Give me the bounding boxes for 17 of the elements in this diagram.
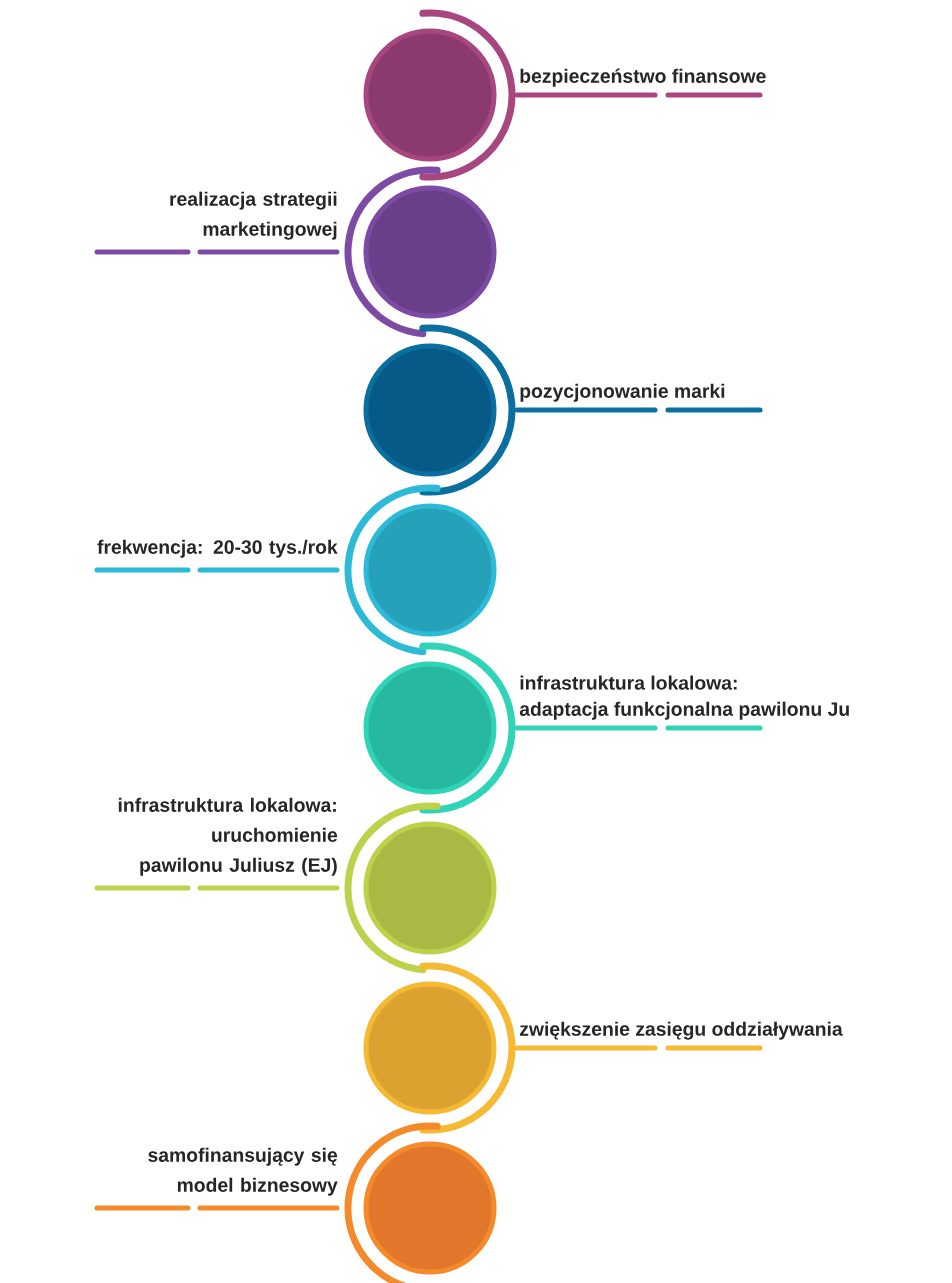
- circle-label: bezpieczeństwo finansowe: [520, 68, 766, 87]
- circle-label: zwiększenie zasięgu oddziaływania: [520, 1021, 843, 1040]
- circle-label: pozycjonowanie marki: [520, 383, 725, 402]
- circle: [363, 661, 497, 795]
- circle: [363, 503, 497, 637]
- circle: [363, 821, 497, 955]
- circle-label: realizacja strategii marketingowej: [170, 191, 337, 240]
- circle: [363, 1141, 497, 1275]
- circle-label: frekwencja: 20-30 tys./rok: [97, 539, 338, 558]
- circle: [363, 343, 497, 477]
- circle-label: samofinansujący się model biznesowy: [148, 1147, 338, 1196]
- circle-label: infrastruktura lokalowa: uruchomienie pawilonu Juliusz (EJ): [118, 797, 338, 876]
- circle-label: adaptacja funkcjonalna pawilonu Ju: [519, 701, 849, 720]
- circle: [363, 185, 497, 319]
- circle: [363, 28, 497, 162]
- circle: [363, 981, 497, 1115]
- circle-label: infrastruktura lokalowa:: [520, 675, 737, 690]
